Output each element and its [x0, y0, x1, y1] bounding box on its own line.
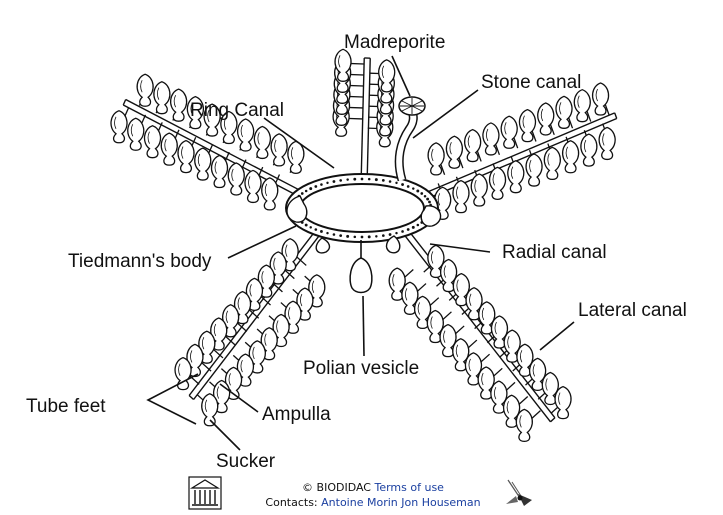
- terms-of-use-link[interactable]: Terms of use: [374, 481, 444, 494]
- tube-foot: [507, 160, 525, 194]
- tiedmanns-bodies: [286, 195, 442, 254]
- tube-foot: [378, 59, 396, 93]
- tube-foot: [445, 135, 464, 169]
- credits-text: © BIODIDAC Terms of use Contacts: Antoin…: [238, 480, 508, 510]
- tube-foot: [287, 140, 305, 175]
- tube-foot: [555, 95, 573, 129]
- tube-foot: [591, 82, 610, 116]
- tube-foot: [580, 133, 598, 167]
- stone-canal: [394, 109, 418, 182]
- label-stone-canal: Stone canal: [481, 72, 581, 93]
- tube-foot: [194, 147, 212, 181]
- tube-foot: [110, 110, 128, 144]
- arm-top: [332, 48, 396, 183]
- contacts-label: Contacts:: [265, 496, 318, 509]
- label-tiedmanns-body: Tiedmann's body: [68, 251, 212, 272]
- tube-foot: [169, 88, 188, 122]
- diagram-labels: Madreporite Stone canal Ring Canal Radia…: [26, 32, 687, 472]
- label-radial-canal: Radial canal: [502, 242, 607, 263]
- leader-lines: [146, 55, 575, 451]
- contact-link-jon-houseman[interactable]: Jon Houseman: [401, 496, 481, 509]
- tube-foot: [143, 125, 162, 159]
- tube-foot: [261, 177, 279, 211]
- tube-foot: [543, 146, 561, 181]
- arm-upper-right: [417, 82, 618, 220]
- arm-upper-left: [110, 73, 309, 211]
- tube-foot: [452, 180, 470, 214]
- polian-vesicle: [349, 240, 373, 294]
- label-lateral-canal: Lateral canal: [578, 300, 687, 321]
- radial-arms: [110, 48, 618, 443]
- tube-foot: [463, 128, 482, 163]
- tube-foot: [334, 48, 352, 82]
- tube-foot: [470, 173, 488, 207]
- label-tube-feet: Tube feet: [26, 396, 106, 417]
- arm-lower-left: [174, 224, 326, 427]
- tube-foot: [554, 385, 572, 420]
- ring-canal: [285, 173, 439, 243]
- tube-foot: [253, 125, 272, 160]
- tube-foot: [518, 108, 537, 143]
- tube-foot: [488, 166, 507, 201]
- museum-building-icon: [188, 476, 222, 510]
- insect-logo-icon: [506, 479, 532, 506]
- tube-foot: [227, 162, 245, 196]
- tube-foot: [525, 153, 543, 187]
- tube-foot: [515, 408, 533, 443]
- tube-foot: [537, 102, 555, 136]
- tube-foot: [598, 126, 616, 161]
- tube-foot: [244, 169, 262, 204]
- tube-foot: [561, 140, 580, 174]
- copyright-text: © BIODIDAC: [302, 481, 371, 494]
- tube-foot: [201, 393, 219, 427]
- tube-foot: [127, 117, 145, 151]
- tube-foot: [136, 73, 154, 107]
- tube-foot: [270, 133, 288, 167]
- tube-foot: [153, 81, 171, 115]
- tube-foot: [236, 118, 255, 152]
- arm-lower-right: [388, 224, 572, 443]
- tube-foot: [160, 132, 178, 166]
- label-madreporite: Madreporite: [344, 32, 445, 53]
- label-polian-vesicle: Polian vesicle: [303, 358, 419, 379]
- label-sucker: Sucker: [216, 451, 276, 472]
- tube-foot: [500, 115, 518, 149]
- tube-foot: [177, 139, 195, 174]
- label-ampulla: Ampulla: [262, 404, 331, 425]
- tube-foot: [210, 154, 229, 189]
- contact-link-antoine-morin[interactable]: Antoine Morin: [321, 496, 398, 509]
- label-ring-canal: Ring Canal: [190, 100, 284, 121]
- tube-foot: [573, 89, 591, 123]
- tube-foot: [482, 122, 500, 156]
- tube-foot: [427, 142, 445, 176]
- madreporite-plate: [398, 96, 426, 116]
- credits-footer: © BIODIDAC Terms of use Contacts: Antoin…: [0, 472, 723, 515]
